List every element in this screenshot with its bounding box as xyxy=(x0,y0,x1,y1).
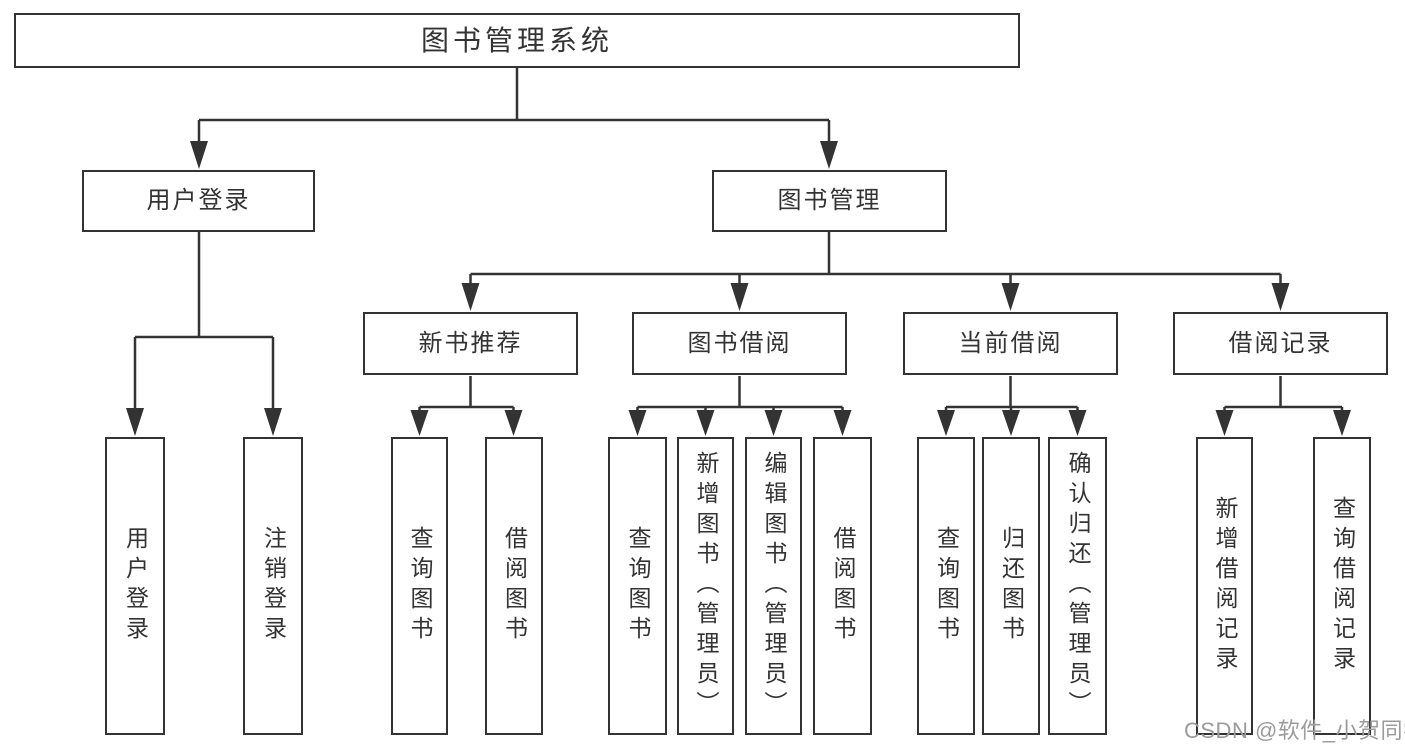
node-book-borrow: 图书借阅 xyxy=(632,312,847,375)
arrowheads-records-to-leaves xyxy=(1215,410,1351,436)
node-user-login: 用户登录 xyxy=(82,170,315,232)
leaf-records-query-record: 查询借阅记录 xyxy=(1313,437,1371,735)
node-borrow-records-label: 借阅记录 xyxy=(1228,329,1333,357)
connector-records-to-leaves xyxy=(1223,376,1344,410)
leaf-current-query-book: 查询图书 xyxy=(917,437,975,735)
leaf-borrow-query-book-label: 查询图书 xyxy=(625,526,651,646)
arrowheads-login-to-leaves xyxy=(126,408,282,436)
leaf-user-login: 用户登录 xyxy=(105,437,165,735)
leaf-current-confirm-return-admin-label: 确认归还（管理员） xyxy=(1065,451,1091,721)
node-current-borrow: 当前借阅 xyxy=(903,312,1118,375)
leaf-user-login-label: 用户登录 xyxy=(122,526,149,646)
arrowheads-root-to-level2 xyxy=(190,141,838,169)
node-current-borrow-label: 当前借阅 xyxy=(958,329,1063,357)
arrowheads-mgmt-to-level3 xyxy=(461,283,1290,311)
leaf-recommend-query-book-label: 查询图书 xyxy=(407,526,433,646)
leaf-borrow-borrow-book-label: 借阅图书 xyxy=(830,526,856,646)
connector-login-to-leaves xyxy=(133,232,275,408)
connector-root-to-level2 xyxy=(197,68,831,141)
leaf-records-add-record: 新增借阅记录 xyxy=(1196,437,1253,735)
connector-borrow-to-leaves xyxy=(636,376,844,410)
leaf-current-return-book: 归还图书 xyxy=(982,437,1040,735)
connector-recommend-to-leaves xyxy=(418,376,515,410)
leaf-current-confirm-return-admin: 确认归还（管理员） xyxy=(1048,437,1107,735)
node-user-login-label: 用户登录 xyxy=(146,187,251,214)
arrowheads-borrow-to-leaves xyxy=(628,410,852,436)
node-root-label: 图书管理系统 xyxy=(420,24,613,56)
node-book-management-label: 图书管理 xyxy=(777,187,882,214)
arrowheads-current-to-leaves xyxy=(937,410,1087,436)
leaf-logout: 注销登录 xyxy=(243,437,303,735)
arrowheads-recommend-to-leaves xyxy=(410,410,523,436)
node-new-book-recommend-label: 新书推荐 xyxy=(418,329,523,357)
leaf-records-query-record-label: 查询借阅记录 xyxy=(1329,496,1356,676)
leaf-recommend-borrow-book-label: 借阅图书 xyxy=(501,526,528,646)
node-borrow-records: 借阅记录 xyxy=(1173,312,1388,375)
leaf-borrow-add-book-admin-label: 新增图书（管理员） xyxy=(693,451,719,721)
leaf-borrow-borrow-book: 借阅图书 xyxy=(813,437,872,735)
leaf-recommend-borrow-book: 借阅图书 xyxy=(485,437,543,735)
node-root: 图书管理系统 xyxy=(14,13,1020,68)
leaf-borrow-query-book: 查询图书 xyxy=(608,437,667,735)
connector-current-to-leaves xyxy=(944,376,1079,410)
leaf-current-query-book-label: 查询图书 xyxy=(933,526,960,646)
node-new-book-recommend: 新书推荐 xyxy=(363,312,578,375)
leaf-borrow-edit-book-admin-label: 编辑图书（管理员） xyxy=(761,451,787,721)
node-book-management: 图书管理 xyxy=(712,170,947,232)
leaf-borrow-edit-book-admin: 编辑图书（管理员） xyxy=(745,437,802,735)
leaf-recommend-query-book: 查询图书 xyxy=(391,437,448,735)
leaf-current-return-book-label: 归还图书 xyxy=(998,526,1025,646)
connector-mgmt-to-level3 xyxy=(469,232,1282,283)
leaf-logout-label: 注销登录 xyxy=(260,526,287,646)
leaf-borrow-add-book-admin: 新增图书（管理员） xyxy=(677,437,734,735)
node-book-borrow-label: 图书借阅 xyxy=(687,329,792,357)
leaf-records-add-record-label: 新增借阅记录 xyxy=(1212,496,1238,676)
csdn-watermark: CSDN @软件_小贺同学 xyxy=(1184,718,1405,743)
